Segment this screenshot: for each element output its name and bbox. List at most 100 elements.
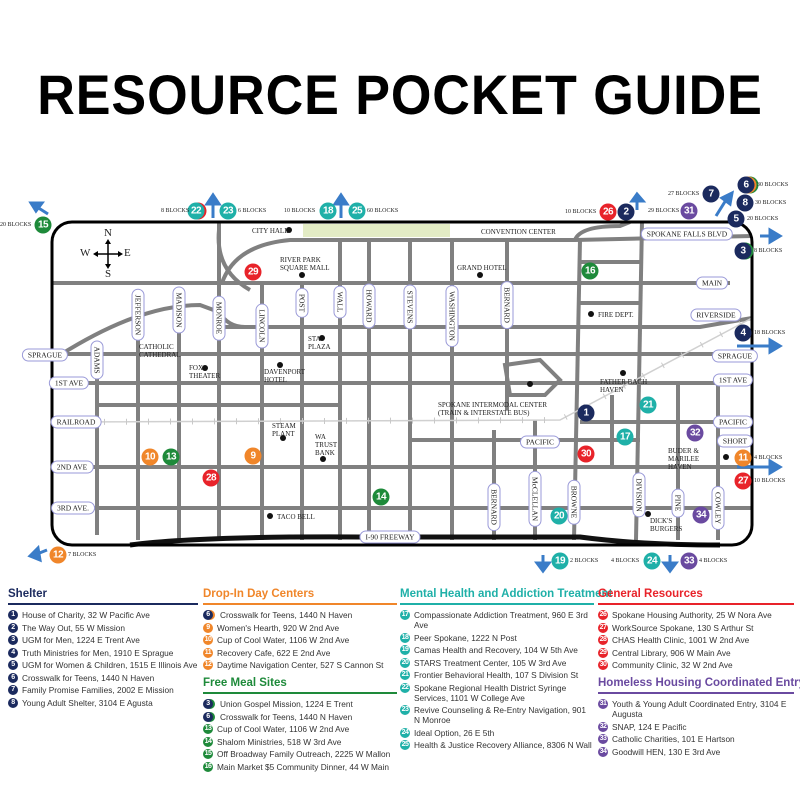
street-label: PINE [671, 488, 685, 518]
landmark-label: STEAM PLANT [272, 422, 296, 438]
landmark-dot [277, 362, 283, 368]
legend-item-text: SNAP, 124 E Pacific [612, 721, 687, 732]
compass-rose: N S E W [80, 228, 132, 280]
blocks-distance: 27 BLOCKS [668, 191, 700, 197]
legend-item-text: Ideal Option, 26 E 5th [414, 727, 495, 738]
landmark-dot [286, 227, 292, 233]
marker-1: 1 [577, 404, 595, 422]
landmark-dot [202, 365, 208, 371]
railroad [59, 315, 754, 425]
marker-12: 12 [49, 546, 67, 564]
landmark-label: GRAND HOTEL [457, 264, 507, 272]
street-label: 3RD AVE. [51, 501, 95, 515]
blocks-distance: 20 BLOCKS [747, 216, 779, 222]
blocks-distance: 29 BLOCKS [648, 208, 680, 214]
landmark-label: FATHER BACH HAVEN [600, 378, 648, 394]
street-label: PACIFIC [519, 435, 561, 449]
marker-15: 15 [34, 216, 52, 234]
legend-item-text: Crosswalk for Teens, 1440 N Haven [220, 610, 353, 620]
legend-item-text: Cup of Cool Water, 1106 W 2nd Ave [217, 724, 350, 734]
legend-badge: 10 [203, 635, 213, 645]
legend-item-text: Central Library, 906 W Main Ave [612, 647, 731, 658]
blocks-distance: 4 BLOCKS [699, 558, 728, 564]
street-label: DIVISION [632, 472, 646, 518]
marker-13: 13 [162, 448, 180, 466]
street-label: McCLELLAN [528, 470, 542, 528]
legend-item-text: Crosswalk for Teens, 1440 N Haven [220, 711, 353, 722]
landmark-dot [723, 454, 729, 460]
marker-4: 4 [734, 324, 752, 342]
street-label: 1ST AVE [48, 376, 90, 390]
legend-item-text: Youth & Young Adult Coordinated Entry, 3… [612, 699, 787, 719]
landmark-label: BUDER & MARILEE HAVEN [668, 447, 700, 471]
street-label: BERNARD [487, 483, 501, 531]
legend-badge: 18 [400, 632, 410, 643]
landmark-dot [299, 272, 305, 278]
street-label: RAILROAD [50, 415, 102, 429]
landmark-label: DAVENPORT HOTEL [264, 368, 305, 384]
legend-badge: 15 [203, 749, 213, 759]
marker-8: 8 [736, 194, 754, 212]
street-label: 2ND AVE [50, 460, 94, 474]
legend-item-text: Spokane Regional Health District Syringe… [414, 682, 567, 703]
street-label: WALL [333, 285, 347, 319]
street-label: SPOKANE FALLS BLVD [640, 227, 734, 241]
legend-badge: 5 [8, 660, 18, 670]
marker-23: 23 [219, 202, 237, 220]
legend-heading: Shelter [8, 588, 198, 605]
marker-18: 18 [319, 202, 337, 220]
legend-item-text: Community Clinic, 32 W 2nd Ave [612, 660, 733, 670]
legend-item-text: Shalom Ministries, 518 W 3rd Ave [217, 736, 342, 747]
marker-17: 17 [616, 428, 634, 446]
legend-item-text: Cup of Cool Water, 1106 W 2nd Ave [217, 635, 350, 645]
marker-5: 5 [727, 210, 745, 228]
marker-7: 7 [702, 185, 720, 203]
landmark-dot [319, 335, 325, 341]
legend-heading: General Resources [598, 588, 794, 605]
legend-badge: 3 [8, 635, 18, 645]
legend-badge: 17 [400, 610, 410, 620]
street-label: COWLEY [711, 485, 725, 531]
blocks-distance: 2 BLOCKS [570, 558, 599, 564]
street-label: MAIN [696, 276, 728, 290]
legend-item-text: Off Broadway Family Outreach, 2225 W Mal… [217, 749, 391, 759]
landmark-dot [527, 381, 533, 387]
marker-24: 24 [643, 552, 661, 570]
street-label: JEFFERSON [131, 288, 145, 342]
legend-badge: 9 [203, 622, 213, 633]
legend-badge: 23 [400, 705, 410, 715]
compass-west: W [80, 247, 91, 259]
blocks-distance: 8 BLOCKS [754, 248, 783, 254]
street-label: BROWNE [567, 479, 581, 525]
legend-item-text: Union Gospel Mission, 1224 E Trent [220, 699, 353, 709]
blocks-distance: 10 BLOCKS [754, 478, 786, 484]
legend-item-text: Main Market $5 Community Dinner, 44 W Ma… [217, 761, 389, 772]
landmark-dot [267, 513, 273, 519]
legend-badge: 19 [400, 645, 410, 655]
street-label: WASHINGTON [445, 285, 459, 347]
legend-badge: 13 [203, 724, 213, 734]
landmark-label: SPOKANE INTERMODAL CENTER (TRAIN & INTER… [438, 401, 548, 417]
legend-item: 15 Off Broadway Family Outreach, 2225 W M… [203, 749, 397, 759]
legend-item-text: Women's Hearth, 920 W 2nd Ave [217, 622, 340, 633]
marker-20: 20 [550, 507, 568, 525]
landmark-label: CITY HALL [252, 227, 289, 235]
legend-badge: 27 [598, 622, 608, 633]
legend-badge: 32 [598, 721, 608, 732]
legend-item-text: Revive Counseling & Re-Entry Navigation,… [414, 705, 587, 725]
